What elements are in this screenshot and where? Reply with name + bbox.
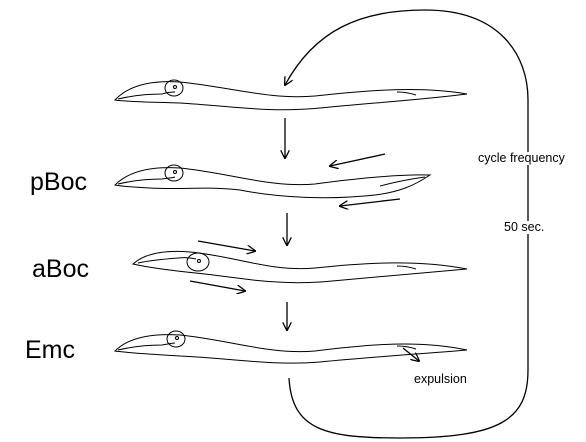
cycle-period-label: 50 sec. xyxy=(502,221,546,234)
worm-emc xyxy=(115,331,467,363)
pboc-contraction-arrow-upper xyxy=(330,154,385,166)
stage-label-emc: Emc xyxy=(25,338,75,363)
cycle-frequency-label: cycle frequency xyxy=(476,152,567,165)
pboc-contraction-arrow-lower xyxy=(340,199,400,206)
worm-pboc xyxy=(115,165,430,198)
expulsion-label: expulsion xyxy=(414,373,467,386)
stage-label-pboc: pBoc xyxy=(30,170,87,195)
aboc-contraction-arrow-upper xyxy=(198,241,255,251)
stage-label-aboc: aBoc xyxy=(32,257,89,282)
aboc-contraction-arrow-lower xyxy=(190,281,245,291)
worm-aboc xyxy=(133,251,467,282)
cycle-loop-arrow xyxy=(285,10,528,438)
worm-resting xyxy=(115,80,467,110)
